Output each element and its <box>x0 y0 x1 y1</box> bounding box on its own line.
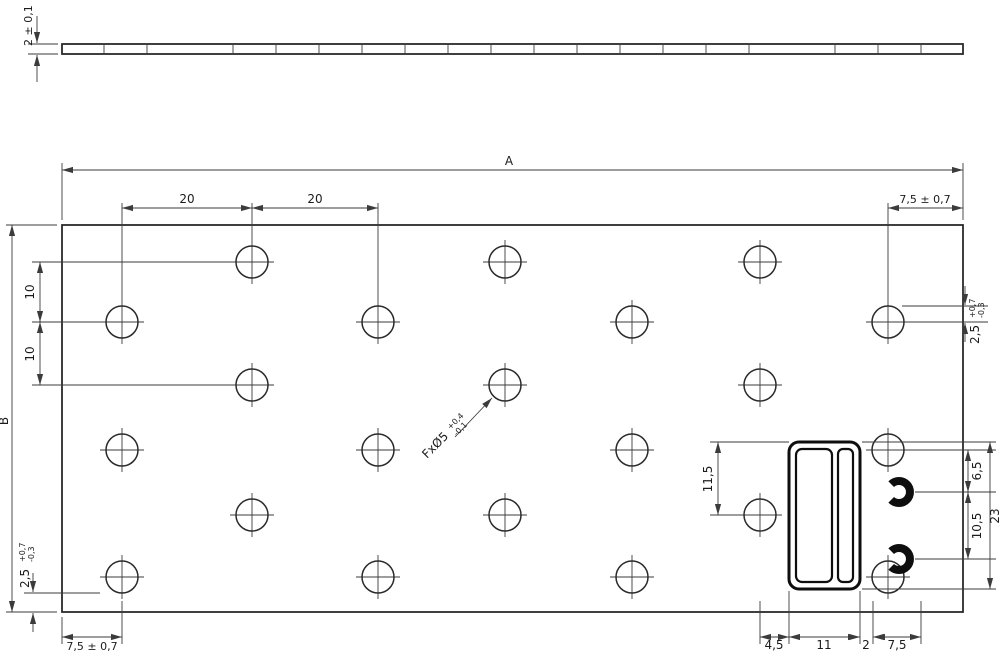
hole-marker <box>356 555 400 599</box>
dim-detail-115-label: 11,5 <box>701 466 715 493</box>
dim-pitch2-label: 20 <box>307 192 322 206</box>
dim-rows-left: 10 10 <box>23 261 230 386</box>
hole-marker <box>356 428 400 472</box>
dim-bottom-left-offset-tol-plus: +0,7 <box>18 543 27 562</box>
hole-marker <box>230 240 274 284</box>
hook-section-bottom <box>888 544 914 574</box>
dim-detail-45-label: 4,5 <box>764 638 783 651</box>
holes-layer <box>100 240 910 599</box>
front-view <box>61 224 964 613</box>
dim-detail-75-label: 7,5 <box>887 638 906 651</box>
hole-marker <box>100 300 144 344</box>
hole-marker <box>866 428 910 472</box>
hole-marker <box>483 493 527 537</box>
hole-callout: FxØ5 +0,4 -0,1 <box>419 397 493 461</box>
hole-callout-value: FxØ5 <box>419 429 451 461</box>
dim-detail-11-label: 11 <box>816 638 831 651</box>
plate-outline <box>61 224 964 613</box>
hole-marker <box>610 555 654 599</box>
hook-section-top <box>888 477 914 507</box>
dim-B: B <box>0 224 57 613</box>
hole-marker <box>866 300 910 344</box>
dim-right-offset-label: 2,5 +0,7 -0,3 <box>968 299 986 344</box>
dim-detail-23-label: 23 <box>988 508 1000 523</box>
thickness-label: 2 ± 0,1 <box>22 5 35 46</box>
hole-marker <box>610 428 654 472</box>
dim-pitch-top: 20 20 <box>121 192 379 300</box>
dim-A-label: A <box>505 154 514 168</box>
dim-detail-bottom: 4,5 11 2 7,5 <box>759 591 922 651</box>
dim-edge-top-right: 7,5 ± 0,7 <box>887 193 963 300</box>
hole-marker <box>100 428 144 472</box>
thickness-dimension <box>28 16 58 82</box>
dim-right-offset: 2,5 +0,7 -0,3 <box>902 286 988 344</box>
side-view-outline <box>61 43 964 55</box>
hole-marker <box>100 555 144 599</box>
dim-row1-label: 10 <box>23 284 37 299</box>
hole-marker <box>738 240 782 284</box>
dim-bottom-left-offset-value: 2,5 <box>18 569 32 588</box>
dim-edge-bottom-left-label: 7,5 ± 0,7 <box>66 640 117 651</box>
hole-marker <box>483 240 527 284</box>
dim-detail-right: 6,5 10,5 23 <box>862 441 1000 590</box>
hole-marker <box>738 363 782 407</box>
detail-profile <box>787 440 914 591</box>
hole-marker <box>738 493 782 537</box>
dim-bottom-left-offset-tol-minus: -0,3 <box>27 546 36 562</box>
detail-inner-right-cell <box>836 447 855 584</box>
hole-marker <box>610 300 654 344</box>
hole-marker <box>356 300 400 344</box>
dim-edge-bottom-left: 7,5 ± 0,7 <box>61 601 123 651</box>
dim-detail-65-label: 6,5 <box>970 461 984 480</box>
dim-bottom-left-offset-label: 2,5 +0,7 -0,3 <box>18 543 36 588</box>
dim-A: A <box>61 154 964 220</box>
dim-bottom-left-offset: 2,5 +0,7 -0,3 <box>18 543 100 632</box>
detail-outer-contour <box>787 440 862 591</box>
detail-inner-left-cell <box>794 447 834 584</box>
hole-marker <box>230 493 274 537</box>
dim-right-offset-value: 2,5 <box>968 325 982 344</box>
side-view-segment-ticks <box>103 43 922 55</box>
dim-detail-2-label: 2 <box>862 638 870 651</box>
dim-right-offset-tol-minus: -0,3 <box>977 302 986 318</box>
dim-pitch1-label: 20 <box>179 192 194 206</box>
side-view: 2 ± 0,1 <box>22 5 964 82</box>
dim-detail-105-label: 10,5 <box>970 513 984 540</box>
hole-marker <box>483 363 527 407</box>
hole-callout-label: FxØ5 +0,4 -0,1 <box>419 411 469 461</box>
hole-marker <box>230 363 274 407</box>
dim-row2-label: 10 <box>23 346 37 361</box>
dim-B-label: B <box>0 417 11 425</box>
dim-right-offset-tol-plus: +0,7 <box>968 299 977 318</box>
hole-marker <box>866 555 910 599</box>
dim-detail-115: 11,5 <box>701 441 789 516</box>
dim-edge-top-right-label: 7,5 ± 0,7 <box>899 193 950 206</box>
